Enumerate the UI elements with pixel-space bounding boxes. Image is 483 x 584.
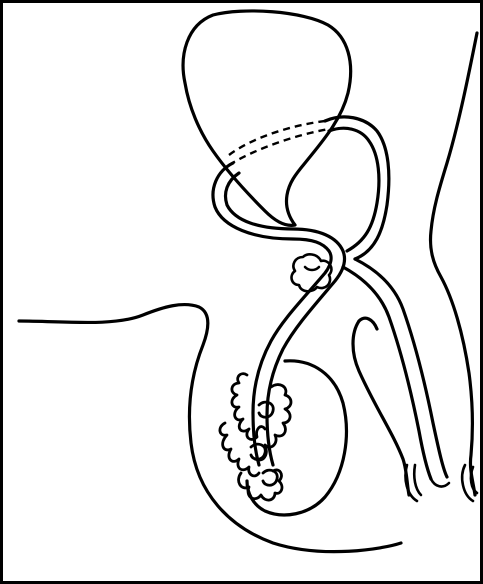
testis-outline	[247, 361, 346, 515]
prostate-detail	[305, 267, 319, 270]
perineum-contour	[19, 305, 401, 552]
epididymis-coil-right	[255, 385, 291, 460]
pubic-arch-dashed-lower	[229, 129, 329, 165]
bladder-outline	[183, 11, 351, 225]
epididymis-coil-upper	[232, 374, 265, 440]
pubic-arch-dashed-upper	[229, 121, 325, 155]
penis-outline-right	[430, 33, 477, 495]
epididymis-loop-c	[263, 470, 277, 485]
penis-outline-left	[353, 321, 409, 495]
urethra-outer	[355, 259, 447, 477]
urethra-inner	[343, 267, 431, 479]
diagram-canvas	[3, 3, 480, 581]
penis-inner-contour	[359, 318, 377, 329]
vas-deferens-upper-inner	[329, 128, 379, 251]
glans-tip-left-inner	[414, 465, 421, 495]
meatus-line	[431, 479, 449, 486]
